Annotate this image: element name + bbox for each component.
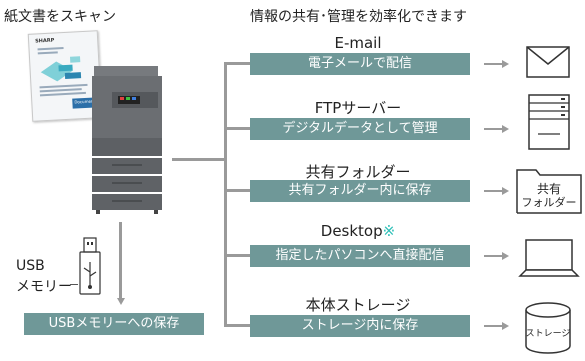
service-title-ftp: FTPサーバー xyxy=(314,99,402,117)
service-title-shared-folder: 共有フォルダー xyxy=(305,163,411,181)
scanned-document: SHARP Document xyxy=(27,30,103,122)
folder-icon: 共有 フォルダー xyxy=(516,166,582,214)
storage-icon: ストレージ xyxy=(524,302,572,354)
usb-label-line2: メモリー xyxy=(16,279,72,295)
usb-down-arrow xyxy=(117,298,125,305)
usb-vertical-line xyxy=(119,222,122,300)
laptop-icon xyxy=(518,239,580,277)
arrow-head-email xyxy=(502,60,509,68)
service-action-desktop: 指定したパソコンへ直接配信 xyxy=(250,245,470,267)
service-title-storage: 本体ストレージ xyxy=(305,296,411,314)
usb-stick-icon xyxy=(79,237,101,295)
usb-save-action: USBメモリーへの保存 xyxy=(24,313,204,335)
service-action-storage: ストレージ内に保存 xyxy=(250,315,470,337)
arrow-line-desktop xyxy=(484,255,502,257)
folder-icon-text-2: フォルダー xyxy=(521,196,577,209)
arrow-line-shared-folder xyxy=(484,190,502,192)
branch-line-desktop xyxy=(224,254,250,257)
branch-line-email xyxy=(224,62,250,65)
arrow-head-desktop xyxy=(502,252,509,260)
share-heading: 情報の共有･管理を効率化できます xyxy=(250,9,467,25)
multifunction-printer xyxy=(92,66,162,214)
arrow-head-storage xyxy=(502,322,509,330)
folder-outline xyxy=(516,169,582,214)
folder-icon-text-1: 共有 xyxy=(536,182,561,196)
arrow-head-ftp xyxy=(502,125,509,133)
document-graphics xyxy=(37,47,93,109)
storage-cylinder xyxy=(525,302,571,354)
printer-to-trunk-line xyxy=(172,158,226,161)
service-title-email: E-mail xyxy=(334,34,382,52)
branch-line-storage xyxy=(224,324,250,327)
service-action-shared-folder: 共有フォルダー内に保存 xyxy=(250,180,470,202)
usb-label-line1: USB xyxy=(16,258,45,274)
service-title-desktop: Desktop※ xyxy=(248,222,468,240)
server-icon xyxy=(528,94,570,150)
envelope-icon xyxy=(526,46,570,78)
scan-heading: 紙文書をスキャン xyxy=(4,9,116,25)
arrow-head-shared-folder xyxy=(502,187,509,195)
branch-line-shared-folder xyxy=(224,189,250,192)
desktop-note-mark: ※ xyxy=(382,222,396,240)
service-action-ftp: デジタルデータとして管理 xyxy=(250,118,470,140)
branch-line-ftp xyxy=(224,127,250,130)
arrow-line-email xyxy=(484,63,502,65)
arrow-line-storage xyxy=(484,325,502,327)
desktop-title-text: Desktop xyxy=(320,222,383,240)
storage-icon-text: ストレージ xyxy=(525,329,571,339)
vertical-trunk-line xyxy=(224,63,227,327)
usb-label-pointer xyxy=(70,284,78,285)
arrow-line-ftp xyxy=(484,128,502,130)
service-action-email: 電子メールで配信 xyxy=(250,53,470,75)
document-brand: SHARP xyxy=(34,37,55,45)
